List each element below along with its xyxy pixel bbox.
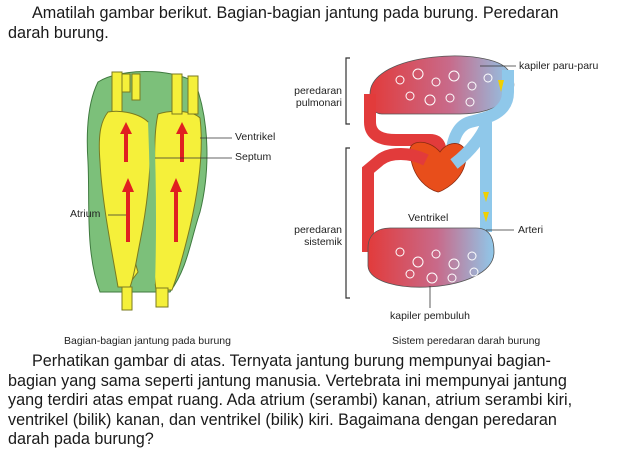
lung-capillary-bed [369, 55, 515, 115]
body-line-1: Perhatikan gambar di atas. Ternyata jant… [32, 352, 551, 370]
label-atrium: Atrium [70, 208, 101, 220]
circulation-illustration [345, 55, 516, 308]
intro-paragraph: Amatilah gambar berikut. Bagian-bagian j… [8, 4, 622, 43]
label-ventricle: Ventrikel [408, 212, 449, 224]
label-lung-capillary: kapiler paru-paru [519, 60, 599, 72]
label-body-capillary: kapiler pembuluh [390, 310, 470, 322]
left-vessel-tops [121, 73, 141, 101]
label-systemic-line1: peredaran [294, 224, 342, 236]
body-line-4: ventrikel (bilik) kanan, dan ventrikel (… [8, 410, 557, 429]
bottom-vessels [121, 286, 169, 311]
circulation-figure-caption: Sistem peredaran darah burung [392, 335, 541, 347]
systemic-vein [450, 121, 492, 232]
label-septum: Septum [235, 151, 272, 163]
flow-arrows [483, 80, 504, 222]
bird-heart-illustration [86, 71, 232, 311]
region-brackets [345, 57, 350, 299]
systemic-artery [362, 148, 429, 252]
pulmonary-vein [364, 94, 447, 163]
body-line-2: bagian yang sama seperti jantung manusia… [8, 371, 567, 390]
bird-circulation-figure: peredaran pulmonari peredaran sistemik k… [290, 52, 620, 348]
body-paragraph: Perhatikan gambar di atas. Ternyata jant… [8, 352, 622, 450]
label-systemic-line2: sistemik [304, 236, 342, 248]
body-line-5: darah pada burung? [8, 430, 154, 449]
intro-line-1: Amatilah gambar berikut. Bagian-bagian j… [32, 4, 559, 22]
intro-line-2: darah burung. [8, 23, 109, 42]
blood-flow-arrows [120, 122, 188, 242]
capillary-network [395, 68, 493, 284]
label-pulmonary-line1: peredaran [294, 85, 342, 97]
bird-heart-figure: Ventrikel Septum Atrium Bagian-bagian ja… [60, 52, 325, 348]
label-artery: Arteri [518, 224, 544, 236]
label-pulmonary-line2: pulmonari [295, 97, 342, 109]
septum-shape [148, 121, 157, 285]
right-vessel-tops [171, 73, 199, 115]
heart-figure-caption: Bagian-bagian jantung pada burung [64, 335, 231, 347]
body-capillary-bed [367, 227, 495, 288]
body-line-3: yang terdiri atas empat ruang. Ada atriu… [8, 391, 573, 410]
label-ventrikel: Ventrikel [235, 131, 276, 143]
